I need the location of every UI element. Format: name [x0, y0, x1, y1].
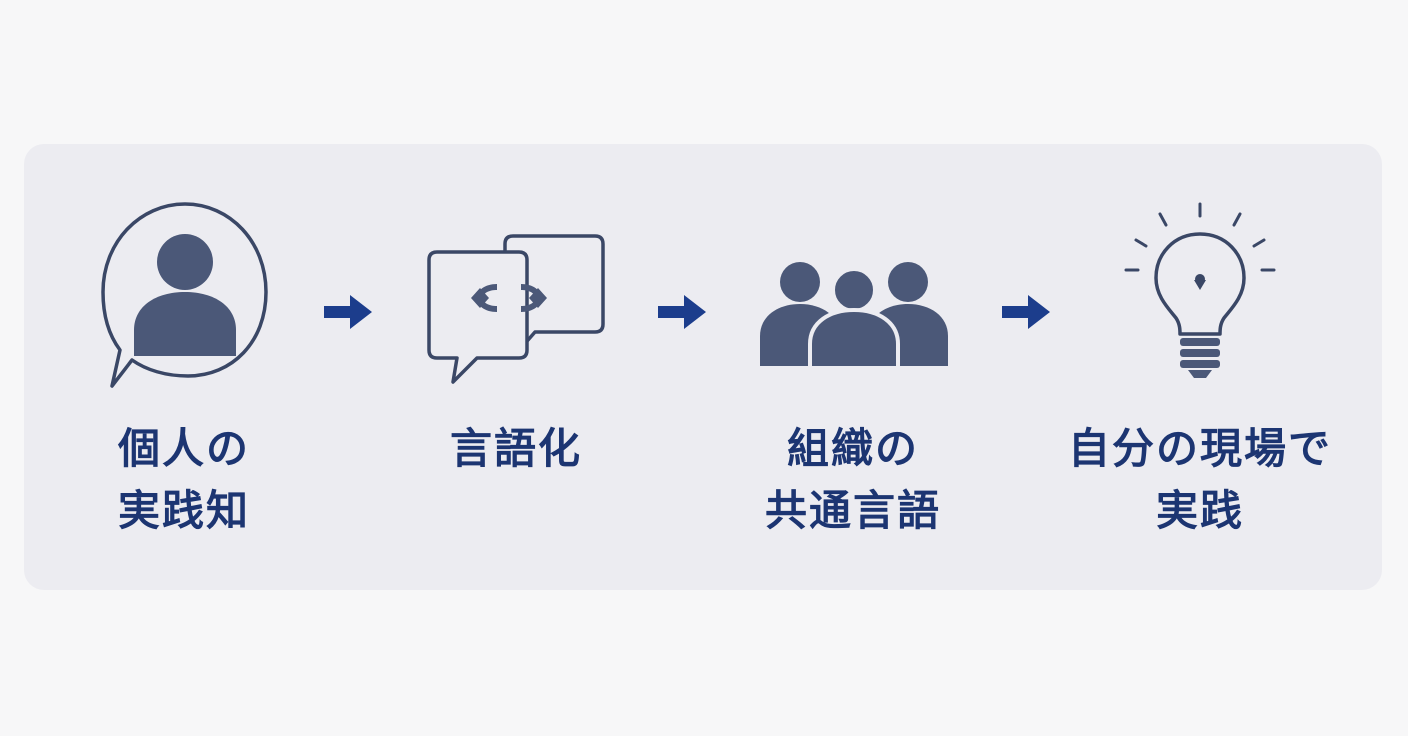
dialogue-bubbles-icon — [427, 234, 605, 384]
arrow-right-icon — [658, 295, 706, 329]
person-in-speech-bubble-icon — [101, 202, 268, 388]
step-label-individual-practice: 個人の 実践知 — [34, 418, 334, 542]
label-line: 個人の — [117, 424, 250, 473]
step-label-common-language: 組織の 共通言語 — [703, 418, 1003, 542]
step-label-practice-at-own-site: 自分の現場で 実践 — [1050, 418, 1350, 542]
step-label-verbalization: 言語化 — [366, 418, 666, 480]
flow-panel — [24, 144, 1382, 590]
group-of-people-icon — [760, 262, 948, 370]
lightbulb-icon — [1124, 202, 1276, 378]
arrow-right-icon — [1002, 295, 1050, 329]
label-line: 自分の現場で — [1067, 424, 1332, 473]
label-line: 実践 — [1155, 486, 1244, 535]
label-line: 共通言語 — [764, 486, 941, 535]
label-line: 実践知 — [117, 486, 250, 535]
label-line: 組織の — [786, 424, 919, 473]
arrow-right-icon — [324, 295, 372, 329]
label-line: 言語化 — [449, 424, 582, 473]
